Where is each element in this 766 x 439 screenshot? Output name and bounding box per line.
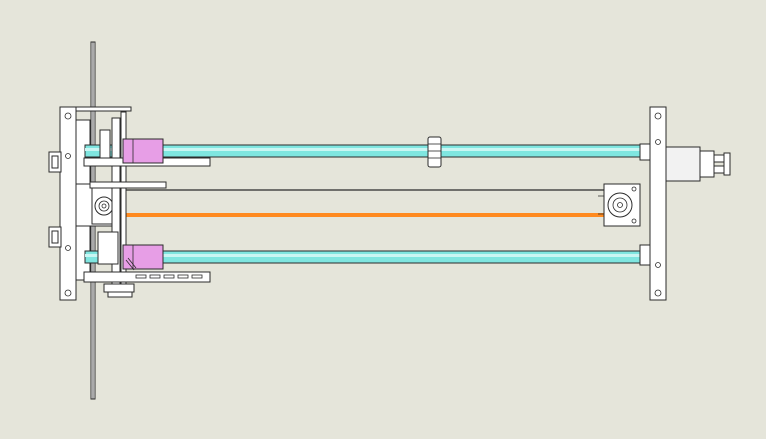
right-end-plate [639, 106, 667, 301]
rod-clamp-collar [427, 136, 442, 168]
lower-clamp [103, 257, 137, 298]
slotted-bracket [83, 271, 211, 283]
stepper-motor [665, 146, 731, 182]
linear-bearing-upper [122, 138, 164, 164]
linear-bearing-lower [122, 244, 164, 270]
top-bracket [75, 106, 132, 112]
lower-guide-rod [84, 250, 641, 264]
idler-pulley [598, 183, 641, 227]
upper-guide-rod [84, 144, 641, 158]
